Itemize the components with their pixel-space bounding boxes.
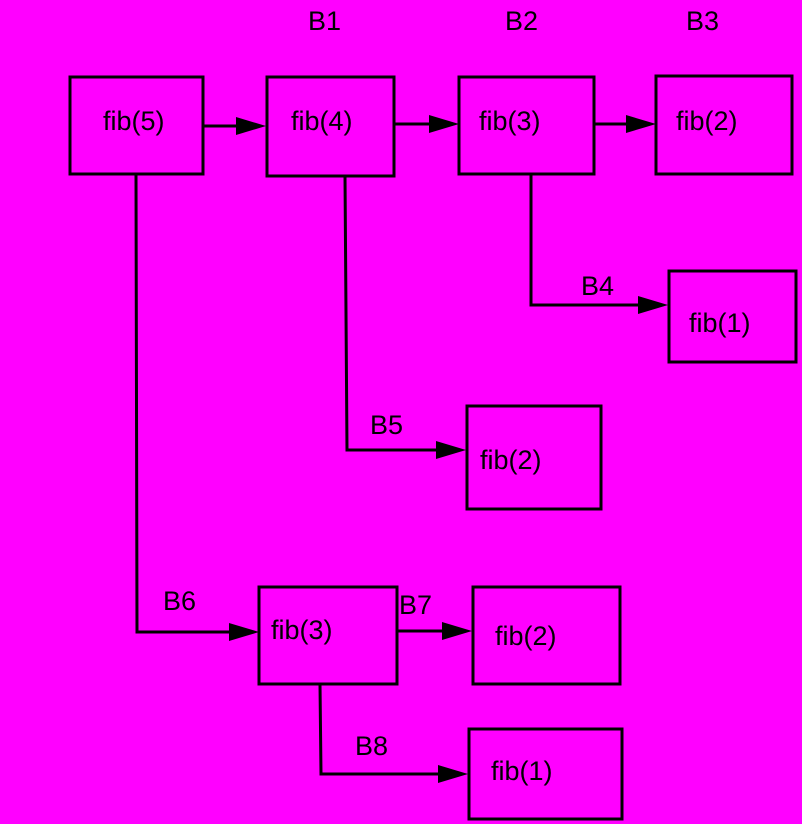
edge-label-b6: B6 xyxy=(163,586,196,616)
node-fib2-b7: fib(2) xyxy=(471,585,622,686)
node-label: fib(1) xyxy=(689,308,751,338)
edge-label-b2: B2 xyxy=(505,6,538,36)
node-fib4: fib(4) xyxy=(265,75,396,178)
node-fib5-root: fib(5) xyxy=(68,75,205,176)
node-fib2-b3: fib(2) xyxy=(654,74,794,176)
edge-b6 xyxy=(134,173,259,641)
edge-labels: B1 B2 B3 B4 B5 B6 B7 B8 xyxy=(163,6,719,761)
node-label: fib(2) xyxy=(495,621,557,651)
edge-b7 xyxy=(397,622,472,640)
edge-label-b3: B3 xyxy=(686,6,719,36)
node-label: fib(2) xyxy=(676,106,738,136)
node-label: fib(1) xyxy=(491,756,553,786)
edge-b4 xyxy=(529,175,668,314)
edge-b1 xyxy=(203,117,266,135)
node-label: fib(4) xyxy=(291,106,353,136)
nodes: fib(5) fib(4) fib(3) fib(2) fib(1) fib(2… xyxy=(68,74,798,821)
edge-label-b8: B8 xyxy=(355,731,388,761)
edge-label-b5: B5 xyxy=(370,410,403,440)
node-label: fib(2) xyxy=(480,445,542,475)
node-label: fib(5) xyxy=(103,106,165,136)
node-label: fib(3) xyxy=(479,106,541,136)
node-fib3-upper: fib(3) xyxy=(457,75,596,176)
node-fib1-b8: fib(1) xyxy=(467,727,624,821)
edges xyxy=(134,115,668,783)
edge-b8 xyxy=(318,683,468,783)
edge-b2 xyxy=(394,115,459,133)
edge-b5 xyxy=(343,175,466,459)
node-fib3-lower: fib(3) xyxy=(257,585,399,686)
node-label: fib(3) xyxy=(271,615,333,645)
edge-label-b7: B7 xyxy=(399,590,432,620)
edge-label-b1: B1 xyxy=(308,6,341,36)
node-fib1-b4: fib(1) xyxy=(667,269,798,364)
edge-b3 xyxy=(594,115,656,133)
edge-label-b4: B4 xyxy=(581,271,614,301)
node-fib2-b5: fib(2) xyxy=(465,404,603,511)
